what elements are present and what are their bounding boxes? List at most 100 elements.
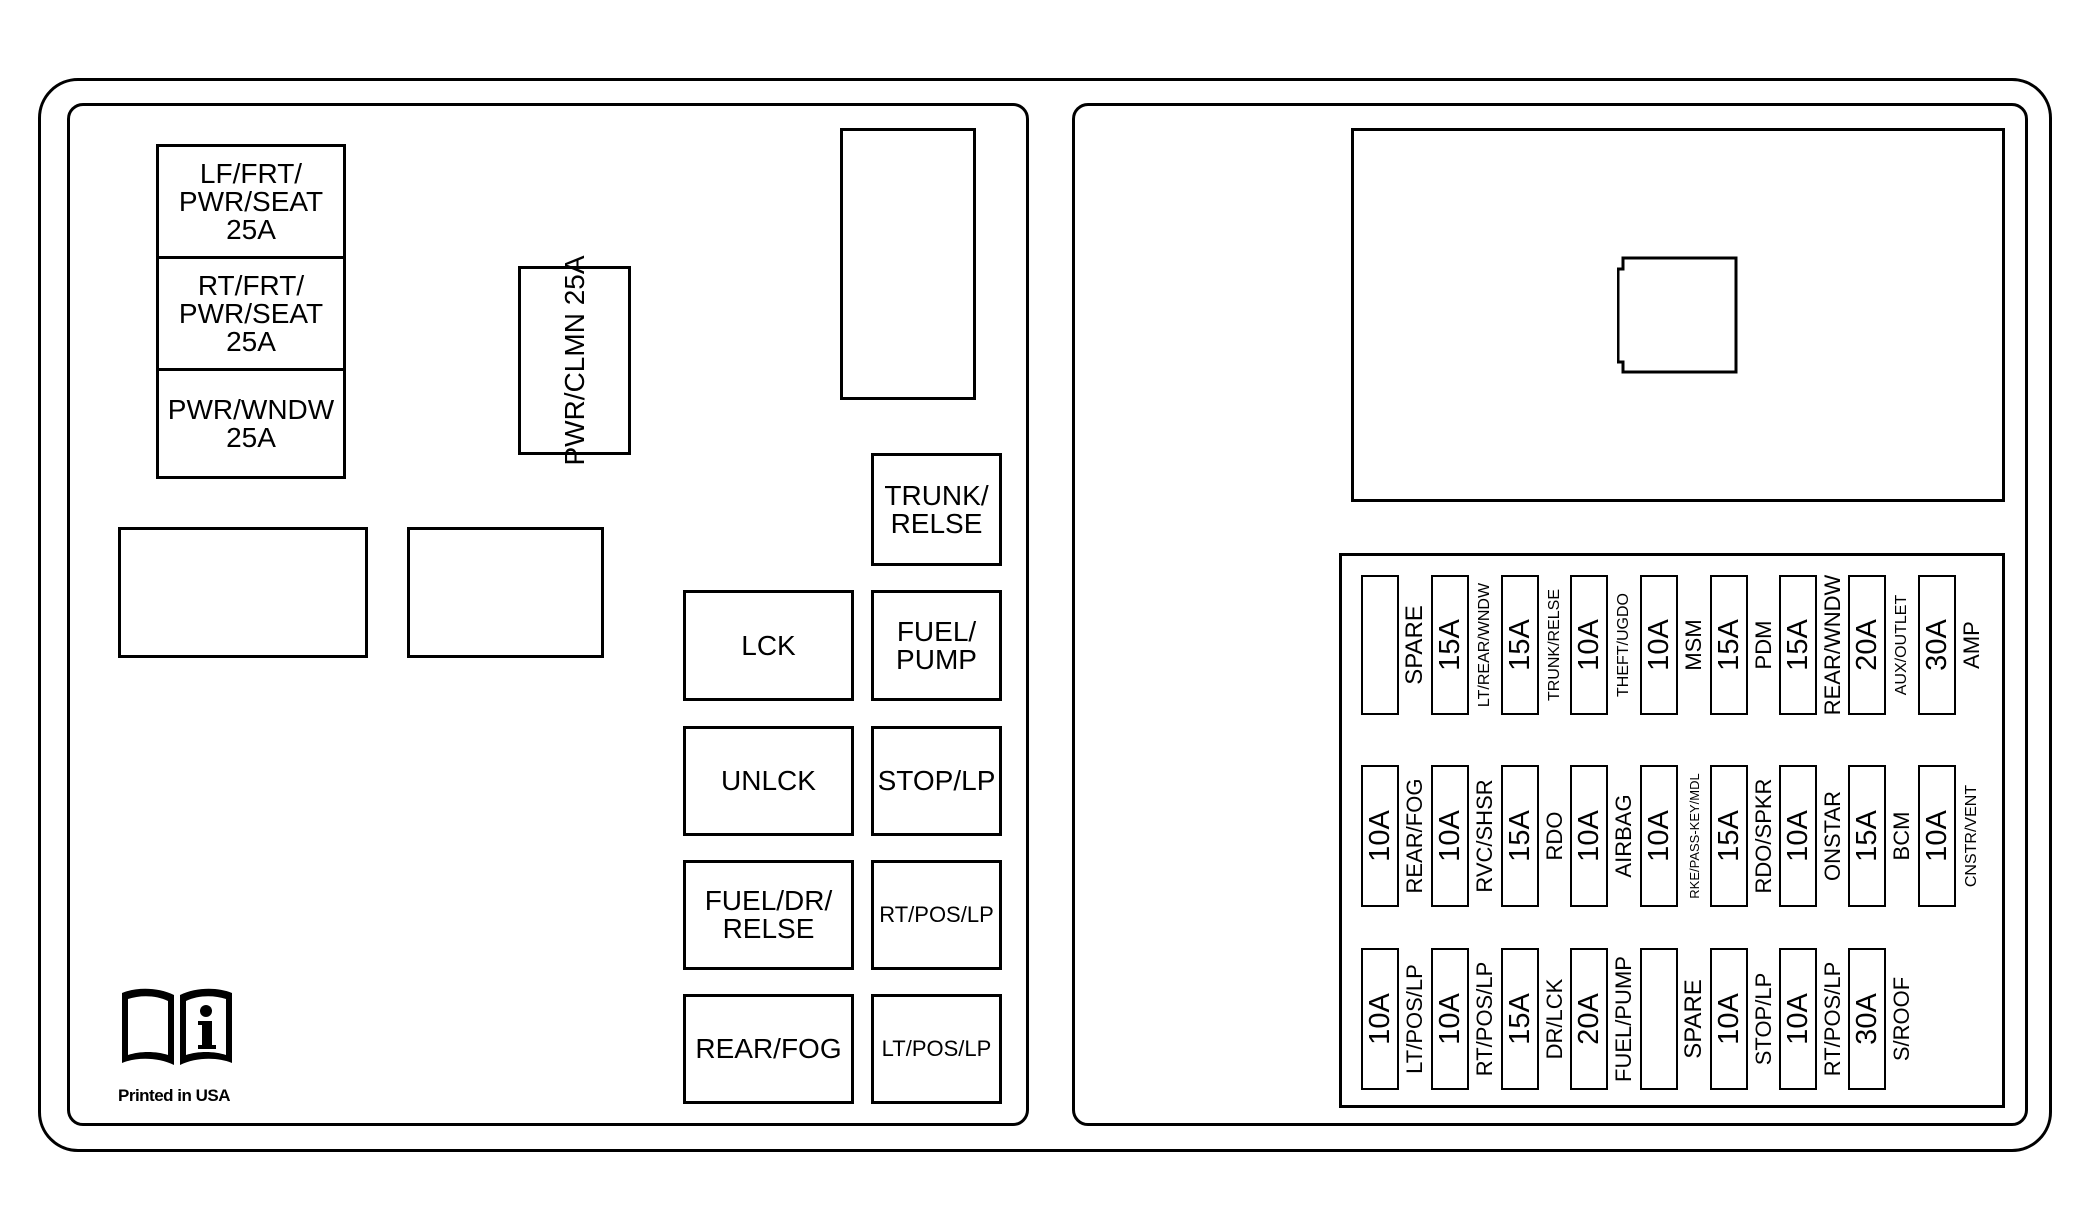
fuse-name-label: RVC/SHSR: [1472, 779, 1497, 893]
fuse-name-label: RT/POS/LP: [1820, 961, 1845, 1077]
owner-manual-info-icon: [122, 988, 232, 1065]
relay-label: FUEL/ PUMP: [896, 615, 977, 675]
mini-fuse: [1431, 948, 1469, 1090]
fuse-lf-frt-pwr-seat: LF/FRT/ PWR/SEAT 25A: [156, 144, 346, 259]
fuse-amperage: 30A: [1920, 619, 1953, 671]
fuse-amperage: 15A: [1503, 993, 1536, 1045]
relay-fuel-pump: FUEL/ PUMP: [871, 590, 1002, 701]
mini-fuse: [1848, 765, 1886, 907]
fuse-amperage: 30A: [1850, 993, 1883, 1045]
relay-label: FUEL/DR/ RELSE: [704, 885, 833, 944]
relay-lck: LCK: [683, 590, 854, 701]
relay-label: UNLCK: [721, 765, 816, 796]
empty-relay-slot: [840, 128, 976, 400]
fuse-amperage: 15A: [1712, 619, 1745, 671]
relay-unlck: UNLCK: [683, 726, 854, 836]
mini-fuse: [1431, 765, 1469, 907]
fuse-name-label: RDO: [1542, 811, 1567, 861]
mini-fuse: [1640, 575, 1678, 715]
connector-icon: [1617, 256, 1738, 374]
fuse-name-label: LT/POS/LP: [1402, 964, 1427, 1074]
mini-fuse: [1918, 575, 1956, 715]
fuse-pwr-clmn: [518, 266, 631, 455]
fuse-name-label: RDO/SPKR: [1751, 778, 1776, 894]
fuse-name-label: CNSTR/VENT: [1963, 784, 1980, 888]
fuse-amperage: 15A: [1781, 619, 1814, 671]
fuse-amperage: 15A: [1433, 619, 1466, 671]
fuse-label: PWR/WNDW 25A: [167, 393, 335, 453]
mini-fuse: [1779, 575, 1817, 715]
fuse-amperage: 15A: [1850, 810, 1883, 862]
fuse-amperage: 20A: [1572, 993, 1605, 1045]
fuse-label: LF/FRT/ PWR/SEAT 25A: [178, 157, 324, 245]
fuse-amperage: 10A: [1572, 810, 1605, 862]
fuse-name-label: TRUNK/RELSE: [1546, 588, 1563, 702]
mini-fuse: [1918, 765, 1956, 907]
left-panel: [67, 103, 1029, 1126]
fuse-amperage: 10A: [1712, 993, 1745, 1045]
relay-lt-pos-lp: LT/POS/LP: [871, 994, 1002, 1104]
empty-relay-slot: [118, 527, 368, 658]
relay-label: TRUNK/ RELSE: [884, 479, 989, 539]
mini-fuse: [1710, 575, 1748, 715]
mini-fuse: [1779, 765, 1817, 907]
mini-fuse: [1640, 948, 1678, 1090]
fuse-name-label: REAR/WNDW: [1820, 574, 1845, 716]
fuse-amperage: 10A: [1920, 810, 1953, 862]
fuse-name-label: THEFT/UGDO: [1615, 593, 1632, 697]
fuse-amperage: 10A: [1363, 993, 1396, 1045]
relay-label: RT/POS/LP: [879, 902, 994, 927]
relay-label: LT/POS/LP: [881, 1036, 992, 1061]
fuse-rt-frt-pwr-seat: RT/FRT/ PWR/SEAT 25A: [156, 256, 346, 371]
printed-in-usa: Printed in USA: [118, 1086, 231, 1105]
relay-rt-pos-lp: RT/POS/LP: [871, 860, 1002, 970]
mini-fuse: [1501, 575, 1539, 715]
fuse-name-label: REAR/FOG: [1402, 778, 1427, 894]
mini-fuse: [1570, 948, 1608, 1090]
fuse-name-label: FUEL/PUMP: [1611, 956, 1636, 1082]
fuse-amperage: 10A: [1363, 810, 1396, 862]
fuse-name-label: AMP: [1959, 621, 1984, 669]
relay-stop-lp: STOP/LP: [871, 726, 1002, 836]
relay-trunk-relse: TRUNK/ RELSE: [871, 453, 1002, 566]
fuse-name-label: ONSTAR: [1820, 790, 1845, 882]
mini-fuse: [1501, 765, 1539, 907]
fuse-name-label: MSM: [1681, 619, 1706, 671]
mini-fuse: [1848, 575, 1886, 715]
mini-fuse: [1710, 765, 1748, 907]
relay-label: STOP/LP: [877, 765, 996, 796]
mini-fuse: [1640, 765, 1678, 907]
fuse-pwr-wndw: PWR/WNDW 25A: [156, 368, 346, 479]
fuse-name-label: SPARE: [1680, 979, 1707, 1059]
fuse-amperage: 10A: [1433, 993, 1466, 1045]
fuse-amperage: 15A: [1503, 619, 1536, 671]
relay-rear-fog: REAR/FOG: [683, 994, 854, 1104]
fuse-amperage: 15A: [1712, 810, 1745, 862]
fuse-name-label: AIRBAG: [1611, 794, 1636, 878]
fuse-name-label: RKE/PASS-KEY/MDL: [1686, 773, 1702, 899]
fuse-label: RT/FRT/ PWR/SEAT 25A: [178, 269, 324, 357]
mini-fuse: [1361, 765, 1399, 907]
fuse-amperage: 15A: [1503, 810, 1536, 862]
fuse-amperage: 10A: [1642, 619, 1675, 671]
relay-label: LCK: [741, 629, 796, 661]
fuse-amperage: 10A: [1781, 993, 1814, 1045]
mini-fuse: [1570, 765, 1608, 907]
mini-fuse: [1710, 948, 1748, 1090]
fuse-amperage: 10A: [1572, 619, 1605, 671]
fuse-pwr-clmn-label: PWR/CLMN 25A: [558, 255, 590, 466]
empty-relay-slot: [407, 527, 604, 658]
fuse-name-label: RT/POS/LP: [1472, 961, 1497, 1077]
fuse-amperage: 20A: [1850, 619, 1883, 671]
mini-fuse: [1361, 575, 1399, 715]
fuse-name-label: PDM: [1751, 620, 1776, 670]
fuse-box-outline: [38, 78, 2052, 1152]
mini-fuse: [1779, 948, 1817, 1090]
fuse-name-label: SPARE: [1401, 605, 1428, 685]
fuse-amperage: 10A: [1781, 810, 1814, 862]
fuse-amperage: 10A: [1433, 810, 1466, 862]
fuse-name-label: BCM: [1889, 811, 1914, 861]
mini-fuse: [1501, 948, 1539, 1090]
mini-fuse: [1570, 575, 1608, 715]
fuse-name-label: DR/LCK: [1542, 978, 1567, 1060]
